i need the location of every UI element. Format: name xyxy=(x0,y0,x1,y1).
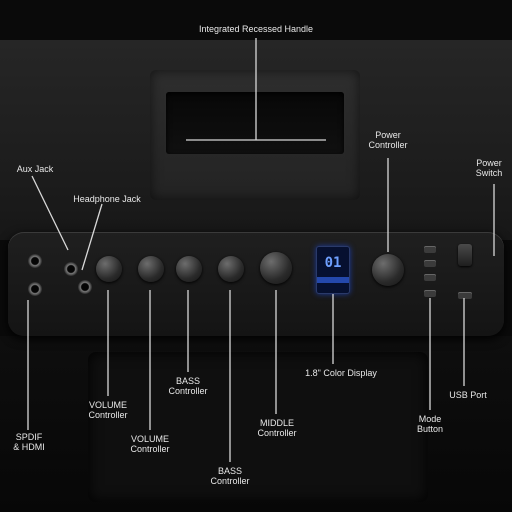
display-value: 01 xyxy=(324,255,342,271)
label-usb-port: USB Port xyxy=(449,390,487,400)
label-mode-line-1: Mode xyxy=(418,414,442,424)
mode-button-3[interactable] xyxy=(424,274,436,281)
label-volume-2-line-2: Controller xyxy=(130,444,170,454)
label-bass-1-line-1: BASS xyxy=(175,376,200,386)
label-integrated-handle: Integrated Recessed Handle xyxy=(198,24,314,34)
spdif-port xyxy=(28,282,42,296)
usb-port xyxy=(458,292,472,299)
handle-slot xyxy=(166,92,344,154)
label-power-controller-line-2: Controller xyxy=(368,140,408,150)
label-volume-1-line-1: VOLUME xyxy=(88,400,127,410)
label-bass-2-line-2: Controller xyxy=(210,476,250,486)
middle-knob[interactable] xyxy=(260,252,292,284)
bass-knob[interactable] xyxy=(176,256,202,282)
label-bass-controller-2: BASS Controller xyxy=(198,466,262,486)
label-headphone-jack: Headphone Jack xyxy=(73,194,141,204)
color-display: 01 xyxy=(316,246,350,294)
label-mode-line-2: Button xyxy=(416,424,444,434)
mode-button-1[interactable] xyxy=(424,246,436,253)
power-knob[interactable] xyxy=(372,254,404,286)
leader-headphone xyxy=(81,203,103,271)
label-middle-line-1: MIDDLE xyxy=(259,418,294,428)
label-power-controller: Power Controller xyxy=(358,130,418,150)
mode-button-2[interactable] xyxy=(424,260,436,267)
label-power-switch-line-2: Switch xyxy=(475,168,503,178)
label-mode-button: Mode Button xyxy=(404,414,456,434)
label-volume-controller-2: VOLUME Controller xyxy=(118,434,182,454)
mode-button-4[interactable] xyxy=(424,290,436,297)
volume-knob[interactable] xyxy=(96,256,122,282)
label-spdif-line-2: & HDMI xyxy=(13,442,45,452)
volume-knob-2[interactable] xyxy=(138,256,164,282)
label-volume-2-line-1: VOLUME xyxy=(130,434,169,444)
label-power-switch-line-1: Power xyxy=(476,158,502,168)
label-volume-controller-1: VOLUME Controller xyxy=(76,400,140,420)
label-volume-1-line-2: Controller xyxy=(88,410,128,420)
leader-aux xyxy=(31,175,69,251)
label-bass-2-line-1: BASS xyxy=(217,466,242,476)
bass-knob-2[interactable] xyxy=(218,256,244,282)
label-color-display: 1.8" Color Display xyxy=(305,368,377,378)
label-middle-controller: MIDDLE Controller xyxy=(244,418,310,438)
label-bass-controller-1: BASS Controller xyxy=(156,376,220,396)
power-switch[interactable] xyxy=(458,244,472,266)
label-aux-jack: Aux Jack xyxy=(16,164,54,174)
label-spdif-line-1: SPDIF xyxy=(15,432,43,442)
label-spdif: SPDIF & HDMI xyxy=(2,432,56,452)
speaker-grille xyxy=(88,352,428,502)
display-bar xyxy=(317,277,349,283)
label-middle-line-2: Controller xyxy=(257,428,297,438)
label-power-switch: Power Switch xyxy=(466,158,512,178)
label-power-controller-line-1: Power xyxy=(375,130,401,140)
headphone-jack-socket xyxy=(64,262,78,276)
aux-jack-socket xyxy=(28,254,42,268)
label-bass-1-line-2: Controller xyxy=(168,386,208,396)
jack-socket xyxy=(78,280,92,294)
